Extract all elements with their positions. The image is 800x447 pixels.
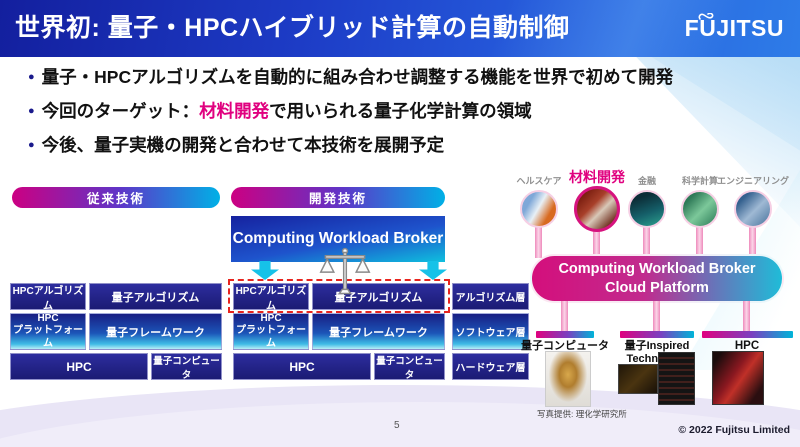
bullet-dot-icon: ●	[28, 139, 35, 151]
legacy-hpc-algorithm-box: HPCアルゴリズム	[10, 283, 86, 312]
connector-hpc	[743, 301, 750, 332]
bullet-item-1: ● 量子・HPCアルゴリズムを自動的に組み合わせ調整する機能を世界で初めて開発	[28, 66, 778, 89]
connector-quantum-computer	[561, 301, 568, 332]
connector-material	[593, 222, 600, 258]
fujitsu-logo-text: FUJITSU	[684, 15, 784, 41]
developed-hpc-algorithm-box: HPCアルゴリズム	[233, 283, 309, 312]
connector-engineering	[749, 222, 756, 258]
healthcare-photo-circle	[520, 190, 558, 228]
balance-scale-icon	[319, 247, 371, 295]
bullet-text-3: 今後、量子実機の開発と合わせて本技術を展開予定	[41, 135, 445, 155]
hpc-bar	[702, 331, 793, 338]
hpc-supercomputer-photo	[712, 351, 764, 405]
finance-photo-circle	[628, 190, 666, 228]
layer-label-software: ソフトウェア層	[452, 313, 529, 350]
bullet-item-2: ● 今回のターゲット：材料開発で用いられる量子化学計算の領域	[28, 100, 778, 123]
bullet-item-3: ● 今後、量子実機の開発と合わせて本技術を展開予定	[28, 134, 778, 157]
bullet-text-1: 量子・HPCアルゴリズムを自動的に組み合わせ調整する機能を世界で初めて開発	[41, 67, 674, 87]
developed-technology-header: 開発技術	[231, 187, 445, 208]
photo-credit: 写真提供: 理化学研究所	[537, 409, 627, 419]
legacy-quantum-framework-box: 量子フレームワーク	[89, 313, 222, 350]
algorithm-highlight-dashed-box	[228, 279, 450, 313]
connector-finance	[643, 222, 650, 258]
domain-label-material-development: 材料開発	[569, 169, 625, 185]
cloud-platform-line1: Computing Workload Broker	[558, 261, 756, 278]
developed-quantum-algorithm-box: 量子アルゴリズム	[312, 283, 445, 310]
copyright-notice: © 2022 Fujitsu Limited	[678, 424, 790, 436]
scientific-computing-photo-circle	[681, 190, 719, 228]
connector-quantum-inspired	[653, 301, 660, 332]
material-development-photo-circle	[574, 186, 620, 232]
domain-label-finance: 金融	[637, 176, 657, 186]
legacy-quantum-algorithm-box: 量子アルゴリズム	[89, 283, 222, 310]
quantum-inspired-bar	[620, 331, 694, 338]
layer-label-algorithm: アルゴリズム層	[452, 283, 529, 310]
quantum-computer-photo	[545, 351, 591, 407]
broker-down-arrow-left-icon	[251, 261, 279, 280]
legacy-hpc-box: HPC	[10, 353, 148, 380]
quantum-computer-bar	[536, 331, 594, 338]
chip-photo	[618, 364, 658, 394]
title-bar-sheen	[430, 0, 800, 57]
connector-healthcare	[535, 222, 542, 258]
bullet-dot-icon: ●	[28, 71, 35, 83]
layer-label-hardware: ハードウェア層	[452, 353, 529, 380]
domain-label-engineering: エンジニアリング	[716, 176, 790, 186]
page-number: 5	[394, 420, 400, 431]
cloud-platform-box: Computing Workload Broker Cloud Platform	[530, 254, 784, 303]
bullet-text-2: 今回のターゲット：材料開発で用いられる量子化学計算の領域	[41, 101, 532, 121]
legacy-technology-header: 従来技術	[12, 187, 220, 208]
legacy-quantum-computer-box: 量子コンピュータ	[151, 353, 222, 381]
page-title: 世界初: 量子・HPCハイブリッド計算の自動制御	[15, 14, 570, 42]
fujitsu-infinity-icon	[698, 13, 714, 20]
domain-label-healthcare: ヘルスケア	[516, 176, 562, 186]
quantum-computer-label: 量子コンピュータ	[521, 340, 609, 352]
developed-quantum-computer-box: 量子コンピュータ	[374, 353, 445, 381]
engineering-photo-circle	[734, 190, 772, 228]
title-bar	[0, 0, 800, 57]
bullet-dot-icon: ●	[28, 105, 35, 117]
developed-quantum-framework-box: 量子フレームワーク	[312, 313, 445, 350]
computing-workload-broker-box: Computing Workload Broker	[231, 216, 445, 262]
domain-label-scientific-computing: 科学計算	[681, 176, 719, 186]
fujitsu-logo: FUJITSU	[685, 0, 784, 57]
connector-science	[696, 222, 703, 258]
cloud-platform-line2: Cloud Platform	[605, 279, 709, 296]
legacy-hpc-platform-box: HPC プラットフォーム	[10, 313, 86, 350]
developed-hpc-box: HPC	[233, 353, 371, 380]
bullet-list: ● 量子・HPCアルゴリズムを自動的に組み合わせ調整する機能を世界で初めて開発 …	[28, 66, 778, 168]
developed-hpc-platform-box: HPC プラットフォーム	[233, 313, 309, 350]
broker-down-arrow-right-icon	[419, 261, 447, 280]
hpc-label: HPC	[734, 340, 760, 352]
server-rack-photo	[658, 352, 695, 405]
